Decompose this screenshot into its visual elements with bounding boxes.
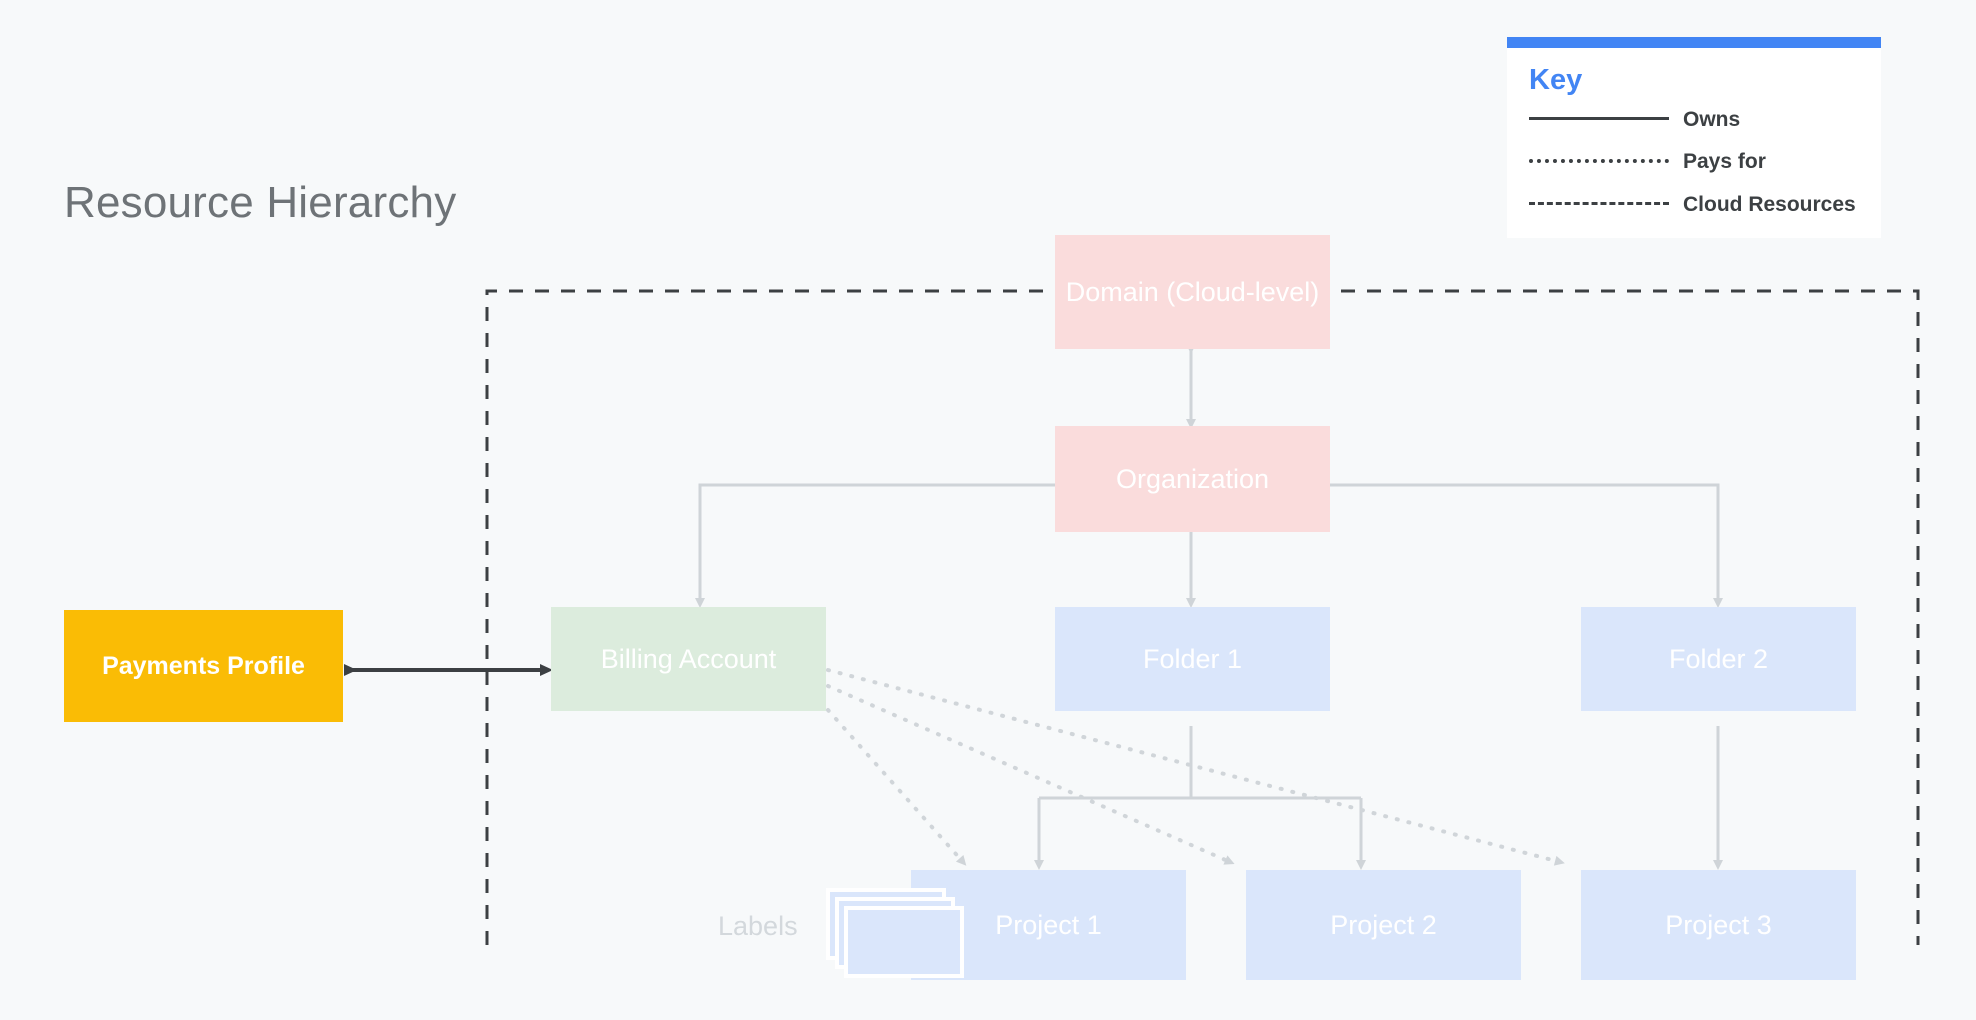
legend-label-cloud-resources: Cloud Resources: [1683, 192, 1856, 216]
legend-panel: Key Owns Pays for Cloud Resources: [1507, 37, 1881, 238]
dotted-line-icon: [1529, 149, 1669, 171]
node-project-3[interactable]: Project 3: [1581, 870, 1856, 980]
legend-label-owns: Owns: [1683, 108, 1741, 131]
labels-caption: Labels: [718, 911, 798, 941]
legend-item-pays-for: Pays for: [1529, 149, 1859, 175]
dashed-line-icon: [1529, 192, 1669, 214]
label-card-front: [844, 906, 964, 978]
legend-item-cloud-resources: Cloud Resources: [1529, 192, 1859, 218]
page-title: Resource Hierarchy: [64, 178, 457, 227]
node-domain[interactable]: Domain (Cloud-level): [1055, 235, 1330, 349]
solid-line-icon: [1529, 107, 1669, 129]
legend-accent-bar: [1507, 37, 1881, 48]
node-project-2[interactable]: Project 2: [1246, 870, 1521, 980]
node-folder-1[interactable]: Folder 1: [1055, 607, 1330, 711]
labels-stack-icon: [826, 888, 966, 980]
node-payments-profile[interactable]: Payments Profile: [64, 610, 343, 722]
edge-billing-account-project-2: [826, 684, 1235, 865]
legend-title: Key: [1529, 64, 1583, 96]
node-organization[interactable]: Organization: [1055, 426, 1330, 532]
legend-label-pays-for: Pays for: [1683, 150, 1766, 174]
node-billing-account[interactable]: Billing Account: [551, 607, 826, 711]
edge-billing-account-project-1: [826, 708, 967, 866]
node-folder-2[interactable]: Folder 2: [1581, 607, 1856, 711]
legend-item-owns: Owns: [1529, 107, 1859, 133]
